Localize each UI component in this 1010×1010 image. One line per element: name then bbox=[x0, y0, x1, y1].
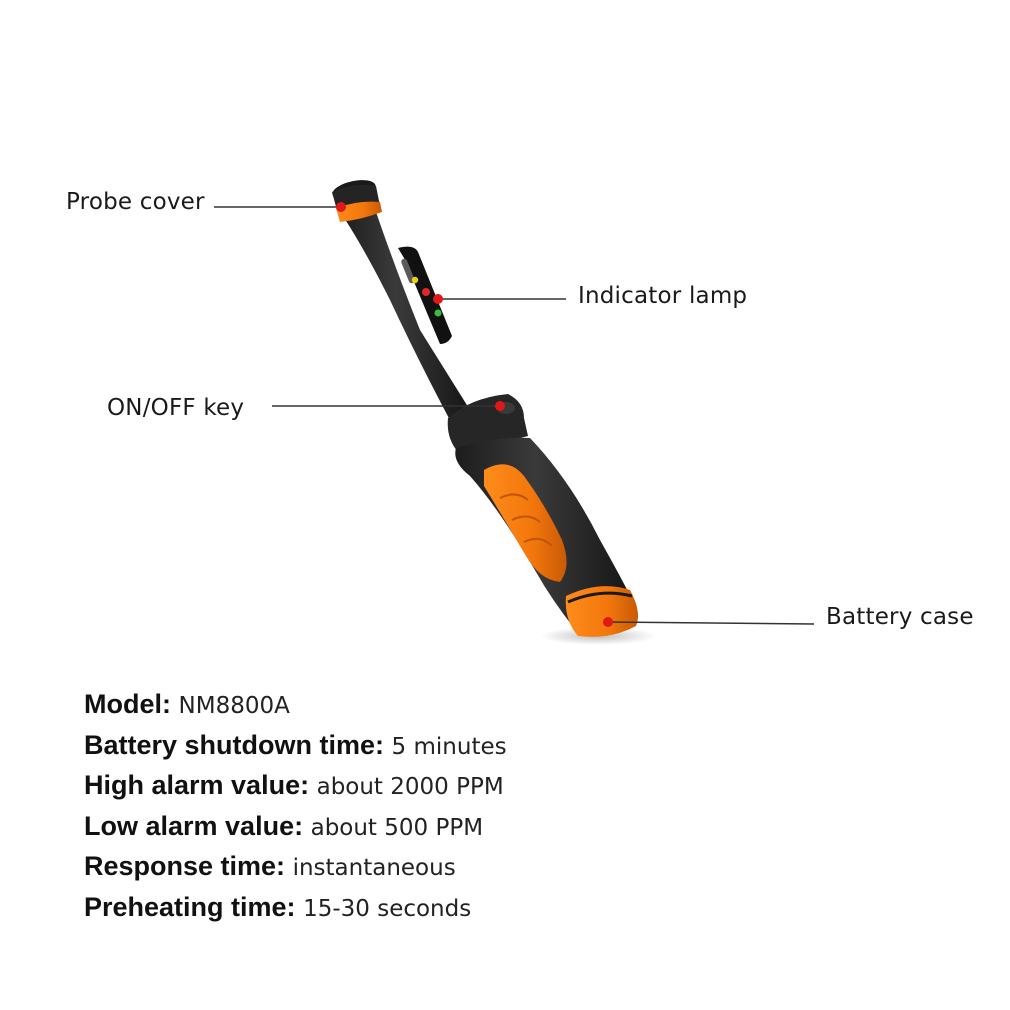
spec-label: Battery shutdown time: bbox=[84, 729, 385, 760]
spec-model: Model: NM8800A bbox=[84, 684, 984, 725]
grip-groove-3 bbox=[523, 537, 553, 547]
gas-detector-device bbox=[332, 180, 638, 637]
label-indicator-lamp: Indicator lamp bbox=[578, 283, 748, 309]
spec-label: High alarm value: bbox=[84, 770, 310, 801]
led-green bbox=[434, 309, 442, 317]
spec-label: Low alarm value: bbox=[84, 810, 304, 841]
spec-value: about 500 PPM bbox=[310, 814, 484, 841]
probe-shaft bbox=[336, 200, 470, 424]
spec-label: Response time: bbox=[84, 851, 286, 882]
spec-value: instantaneous bbox=[292, 855, 456, 882]
led-yellow bbox=[411, 276, 419, 284]
leader-line-battery-case bbox=[607, 621, 815, 625]
led-red bbox=[422, 288, 430, 296]
label-on-off-key: ON/OFF key bbox=[107, 395, 245, 421]
marker-probe-cover bbox=[336, 202, 346, 212]
spec-label: Preheating time: bbox=[84, 891, 296, 922]
spec-value: 15-30 seconds bbox=[303, 895, 472, 922]
spec-list: Model: NM8800A Battery shutdown time: 5 … bbox=[84, 684, 984, 928]
battery-case-seam bbox=[567, 591, 633, 604]
device-diagram bbox=[214, 180, 815, 645]
probe-cover-ring bbox=[336, 201, 382, 222]
spec-preheating-time: Preheating time: 15-30 seconds bbox=[84, 887, 984, 928]
spec-value: about 2000 PPM bbox=[316, 774, 504, 801]
spec-response-time: Response time: instantaneous bbox=[84, 846, 984, 887]
orange-grip bbox=[484, 464, 567, 582]
spec-high-alarm-value: High alarm value: about 2000 PPM bbox=[84, 765, 984, 806]
indicator-slot bbox=[401, 258, 415, 284]
marker-indicator-lamp bbox=[433, 294, 443, 304]
label-battery-case: Battery case bbox=[826, 604, 974, 630]
grip-groove-1 bbox=[499, 493, 529, 501]
grip-groove-2 bbox=[511, 515, 541, 523]
spec-value: 5 minutes bbox=[391, 733, 507, 760]
spec-value: NM8800A bbox=[178, 693, 290, 719]
spec-battery-shutdown-time: Battery shutdown time: 5 minutes bbox=[84, 725, 984, 766]
spec-low-alarm-value: Low alarm value: about 500 PPM bbox=[84, 806, 984, 847]
label-probe-cover: Probe cover bbox=[66, 189, 205, 215]
battery-case bbox=[565, 586, 638, 637]
marker-on-off-key bbox=[495, 401, 505, 411]
marker-battery-case bbox=[603, 617, 613, 627]
spec-label: Model: bbox=[84, 689, 171, 719]
